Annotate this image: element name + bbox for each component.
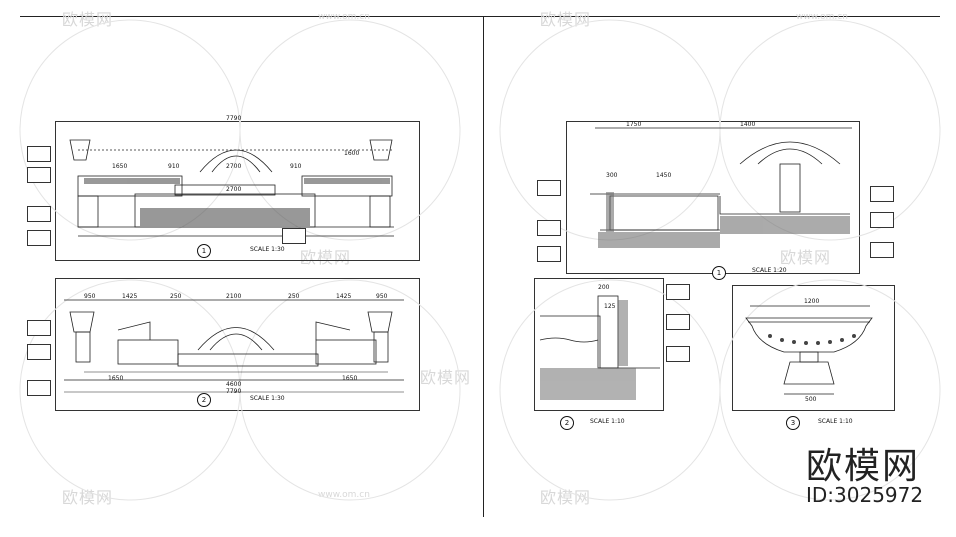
watermark-logo: 欧模网 [300, 248, 352, 267]
model-id: ID:3025972 [806, 483, 924, 507]
dimension-label: 1750 [626, 121, 642, 128]
annotation-tag [27, 380, 51, 396]
annotation-tag [870, 186, 894, 202]
dimension-label: 1600 [344, 150, 360, 157]
annotation-tag [27, 344, 51, 360]
annotation-tag [27, 230, 51, 246]
watermark-logo: 欧模网 [540, 488, 592, 507]
watermark-logo: 欧模网 [540, 10, 592, 29]
sheet-divider [483, 16, 484, 517]
dimension-label: 1650 [342, 375, 358, 382]
dimension-label: 950 [376, 293, 388, 300]
detail-panel-2 [534, 278, 664, 411]
dimension-label: 1425 [336, 293, 352, 300]
dimension-label: 250 [288, 293, 300, 300]
watermark-url: www.om.cn [318, 490, 370, 500]
watermark-logo: 欧模网 [780, 248, 832, 267]
dimension-label: 500 [805, 396, 817, 403]
drawing-callout: 3 [786, 416, 800, 430]
annotation-tag [666, 314, 690, 330]
dimension-label: 2700 [226, 163, 242, 170]
sheet-border-top [20, 16, 940, 17]
dimension-label: 200 [598, 284, 610, 291]
drawing-callout: 1 [712, 266, 726, 280]
dimension-label: 910 [290, 163, 302, 170]
dimension-label: 300 [606, 172, 618, 179]
annotation-tag [870, 242, 894, 258]
dimension-label: 2100 [226, 293, 242, 300]
dimension-label: 1650 [112, 163, 128, 170]
dimension-label: 1400 [740, 121, 756, 128]
annotation-tag [27, 206, 51, 222]
drawing-scale: SCALE 1:30 [250, 246, 285, 253]
drawing-callout: 2 [197, 393, 211, 407]
elevation-panel-2 [55, 278, 420, 411]
watermark-url: www.om.cn [318, 12, 370, 22]
watermark-url: www.om.cn [796, 12, 848, 22]
drawing-scale: SCALE 1:10 [590, 418, 625, 425]
dimension-label: 250 [170, 293, 182, 300]
annotation-tag [537, 220, 561, 236]
dimension-label: 1650 [108, 375, 124, 382]
watermark-logo: 欧模网 [420, 368, 472, 387]
drawing-scale: SCALE 1:10 [818, 418, 853, 425]
annotation-tag [27, 167, 51, 183]
annotation-tag [27, 146, 51, 162]
drawing-callout: 1 [197, 244, 211, 258]
dimension-label: 910 [168, 163, 180, 170]
annotation-tag [537, 180, 561, 196]
dimension-label: 7790 [226, 115, 242, 122]
basin-detail-panel-3 [732, 285, 895, 411]
dimension-label: 950 [84, 293, 96, 300]
dimension-label: 7790 [226, 388, 242, 395]
annotation-tag [282, 228, 306, 244]
dimension-label: 1425 [122, 293, 138, 300]
drawing-scale: SCALE 1:20 [752, 267, 787, 274]
annotation-tag [666, 284, 690, 300]
annotation-tag [537, 246, 561, 262]
annotation-tag [870, 212, 894, 228]
drawing-callout: 2 [560, 416, 574, 430]
dimension-label: 4600 [226, 381, 242, 388]
dimension-label: 1200 [804, 298, 820, 305]
watermark-logo: 欧模网 [62, 488, 114, 507]
annotation-tag [27, 320, 51, 336]
dimension-label: 125 [604, 303, 616, 310]
elevation-panel-1 [55, 121, 420, 261]
dimension-label: 1450 [656, 172, 672, 179]
brand-logo-text: 欧模网 [806, 446, 921, 487]
annotation-tag [666, 346, 690, 362]
drawing-scale: SCALE 1:30 [250, 395, 285, 402]
dimension-label: 2700 [226, 186, 242, 193]
